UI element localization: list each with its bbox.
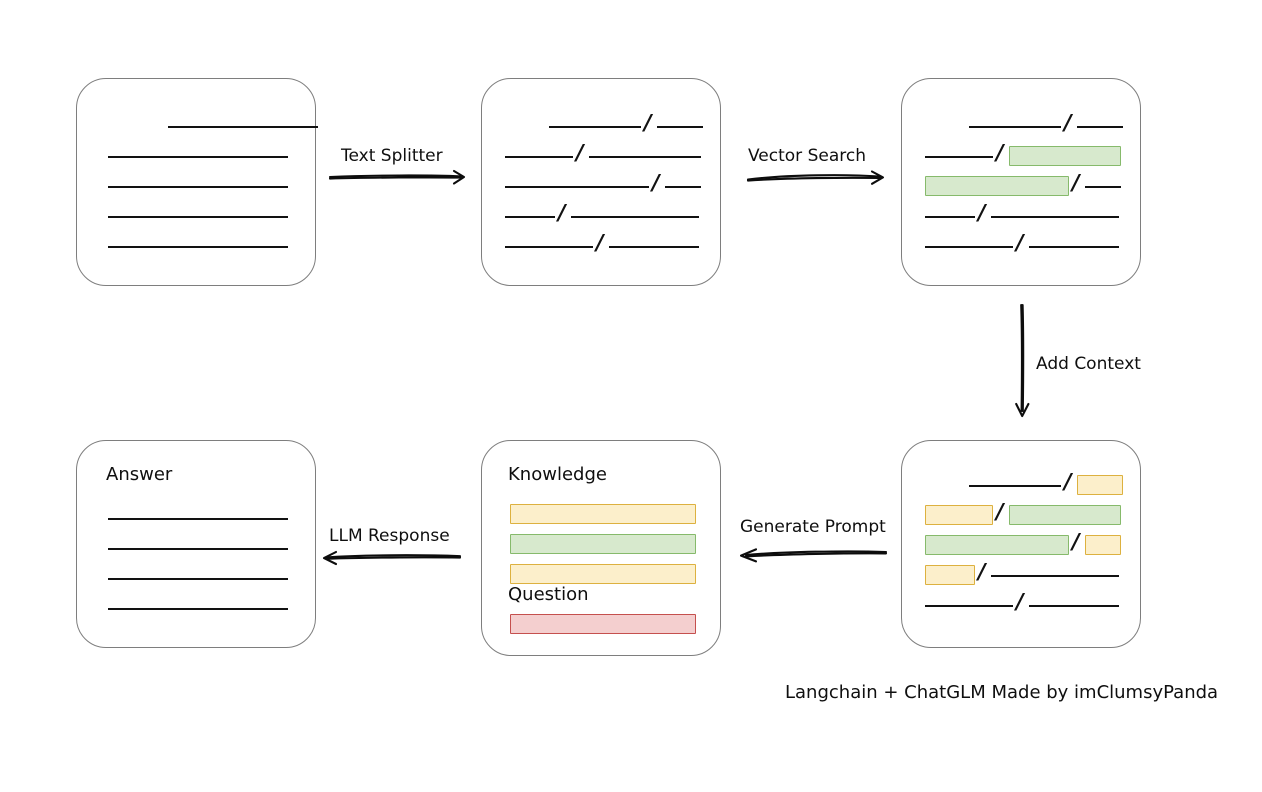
text-line (1029, 246, 1119, 248)
chunk-separator-slash: / (1064, 469, 1072, 494)
vector-search-arrow (746, 170, 885, 185)
footer-credit: Langchain + ChatGLM Made by imClumsyPand… (785, 682, 1219, 703)
text-line (1077, 126, 1123, 128)
text-line (505, 156, 573, 158)
arrow-label-generate-prompt: Generate Prompt (740, 517, 886, 537)
text-line (969, 485, 1061, 487)
chunk-bar-yellow[interactable] (925, 505, 993, 525)
chunk-separator-slash: / (1016, 230, 1024, 255)
split-chunks-card[interactable] (481, 78, 721, 286)
question-bar-red[interactable] (510, 614, 696, 634)
chunk-separator-slash: / (596, 230, 604, 255)
text-line (925, 156, 993, 158)
arrow-label-vector-search: Vector Search (748, 146, 866, 166)
chunk-separator-slash: / (1072, 529, 1080, 554)
chunk-separator-slash: / (1064, 110, 1072, 135)
text-line (665, 186, 701, 188)
llm-response-arrow (322, 550, 462, 566)
chunk-separator-slash: / (644, 110, 652, 135)
text-line (549, 126, 641, 128)
add-context-arrow (1015, 303, 1030, 418)
text-line (925, 605, 1013, 607)
text-line (657, 126, 703, 128)
answer-text-line (108, 518, 288, 520)
chunk-separator-slash: / (1072, 170, 1080, 195)
text-line (925, 216, 975, 218)
arrow-label-add-context: Add Context (1036, 354, 1141, 374)
text-line (1085, 186, 1121, 188)
knowledge-bar-green[interactable] (510, 534, 696, 554)
chunk-separator-slash: / (1016, 589, 1024, 614)
text-line (1029, 605, 1119, 607)
knowledge-bar-yellow[interactable] (510, 564, 696, 584)
arrow-label-llm-response: LLM Response (329, 526, 450, 546)
knowledge-bar-yellow[interactable] (510, 504, 696, 524)
chunk-separator-slash: / (652, 170, 660, 195)
text-line (108, 246, 288, 248)
text-line (108, 216, 288, 218)
text-line (571, 216, 699, 218)
source-document-card[interactable] (76, 78, 316, 286)
prompt-question-heading: Question (508, 584, 589, 605)
text-line (589, 156, 701, 158)
answer-text-line (108, 548, 288, 550)
chunk-bar-yellow[interactable] (925, 565, 975, 585)
text-line (969, 126, 1061, 128)
chunk-separator-slash: / (978, 200, 986, 225)
text-line (505, 186, 649, 188)
arrow-label-text-splitter: Text Splitter (341, 146, 443, 166)
answer-card[interactable] (76, 440, 316, 648)
chunk-separator-slash: / (996, 140, 1004, 165)
chunk-bar-green[interactable] (925, 176, 1069, 196)
text-line (925, 246, 1013, 248)
chunk-bar-yellow[interactable] (1077, 475, 1123, 495)
text-line (168, 126, 318, 128)
text-splitter-arrow (328, 169, 466, 185)
text-line (991, 575, 1119, 577)
generate-prompt-arrow (739, 548, 888, 563)
chunk-separator-slash: / (978, 559, 986, 584)
chunk-separator-slash: / (576, 140, 584, 165)
chunk-separator-slash: / (558, 200, 566, 225)
text-line (609, 246, 699, 248)
chunk-bar-green[interactable] (1009, 146, 1121, 166)
text-line (108, 186, 288, 188)
prompt-knowledge-heading: Knowledge (508, 464, 607, 485)
answer-text-line (108, 578, 288, 580)
chunk-bar-green[interactable] (1009, 505, 1121, 525)
chunk-bar-green[interactable] (925, 535, 1069, 555)
text-line (505, 216, 555, 218)
text-line (505, 246, 593, 248)
text-line (108, 156, 288, 158)
chunk-separator-slash: / (996, 499, 1004, 524)
answer-card-title: Answer (106, 464, 173, 485)
chunk-bar-yellow[interactable] (1085, 535, 1121, 555)
text-line (991, 216, 1119, 218)
answer-text-line (108, 608, 288, 610)
